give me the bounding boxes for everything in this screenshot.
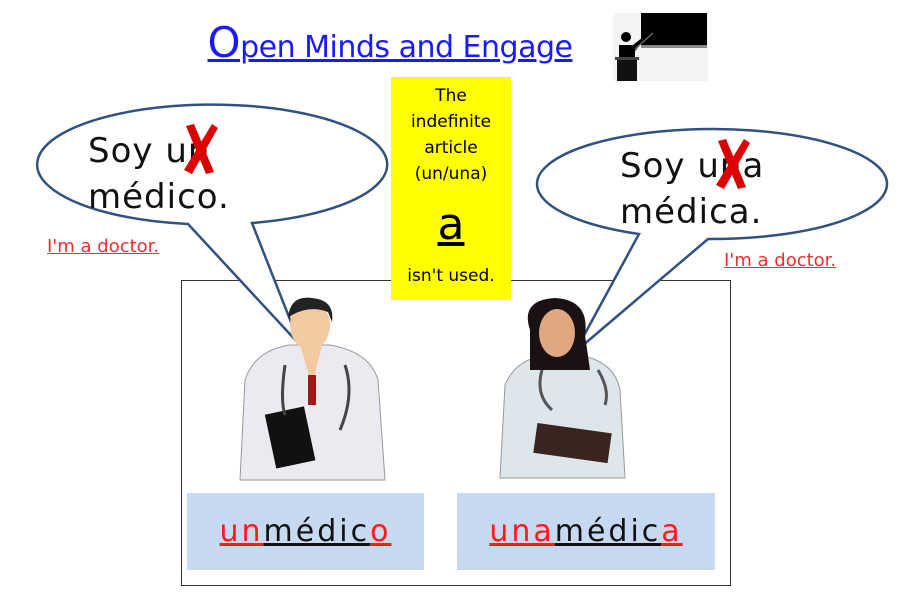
note-article: a xyxy=(437,199,465,250)
left-translation: I'm a doctor. xyxy=(47,236,160,257)
bubble-text-line: médico. xyxy=(88,177,230,217)
label-ending: o xyxy=(370,514,392,549)
crossed-letter: n xyxy=(183,124,218,174)
left-speech-bubble xyxy=(35,103,389,346)
note-line: indefinite xyxy=(410,112,492,132)
male-doctor-illustration xyxy=(239,297,386,481)
label-article: una xyxy=(489,514,555,549)
teacher-at-blackboard-icon xyxy=(613,13,708,81)
right-speech-bubble xyxy=(535,127,889,353)
note-line: The xyxy=(435,86,467,106)
left-bubble-text: Soy un médico. xyxy=(88,124,230,220)
bubble-text-line: médica. xyxy=(620,192,763,232)
note-line: article xyxy=(424,138,478,158)
note-line: (un/una) xyxy=(414,164,488,184)
right-translation: I'm a doctor. xyxy=(724,250,837,271)
bubble-text-part: Soy u xyxy=(620,146,720,186)
crossed-letter-text: n xyxy=(187,131,211,171)
label-ending: a xyxy=(661,514,683,549)
label-stem: médic xyxy=(554,514,662,549)
grammar-note: The indefinite article (un/una) a isn't … xyxy=(391,77,511,300)
page-title: Open Minds and Engage xyxy=(200,18,580,67)
title-rest: pen Minds and Engage xyxy=(240,30,573,65)
note-line: isn't used. xyxy=(407,266,495,286)
bubble-text-part: Soy u xyxy=(88,131,188,171)
bubble-text-part: a xyxy=(742,146,765,186)
crossed-letter: n xyxy=(715,139,750,189)
label-article: un xyxy=(219,514,264,549)
title-initial: O xyxy=(207,18,241,67)
label-stem: médic xyxy=(263,514,371,549)
crossed-letter-text: n xyxy=(719,146,743,186)
female-doctor-illustration xyxy=(499,298,626,479)
